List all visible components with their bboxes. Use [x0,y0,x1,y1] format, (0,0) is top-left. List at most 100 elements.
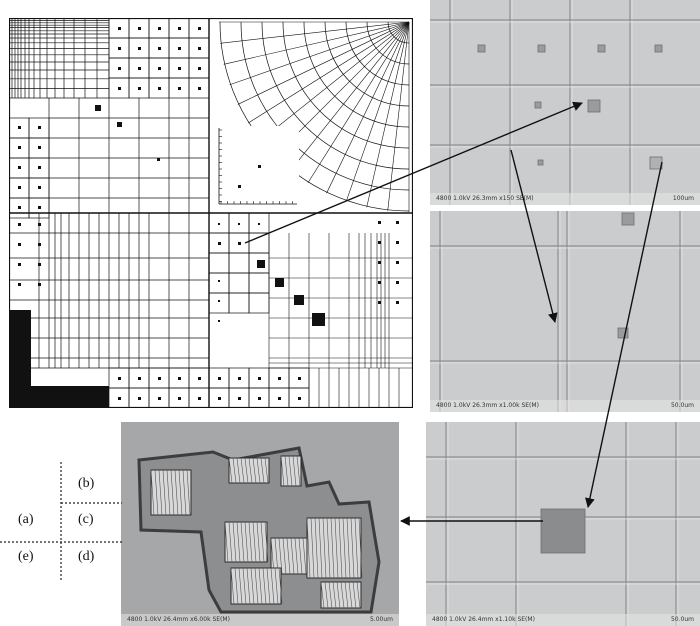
sem-info-bar-b: 4800 1.0kV 26.4mm x6.00k SE(M) 5.00um [121,614,399,626]
sem-scale-e: 50.0um [670,616,694,623]
marker-dot [178,47,181,50]
marker-dot [38,263,41,266]
pillar-stripe [330,517,335,579]
marker-dot [396,301,399,304]
sem-pad [649,156,663,170]
marker-dot [298,377,301,380]
sem-pad [477,44,486,53]
sem-b-pillar-cluster [224,521,269,563]
pillar-stripe [322,517,327,579]
sem-pad [587,99,601,113]
pillar-stripe [262,567,267,605]
pillar-stripe [252,521,257,563]
pillar-stripe [240,521,245,563]
pillar-cluster-base [150,469,192,516]
pillar-stripe [352,581,357,609]
pillar-stripe [248,521,253,563]
sem-b-pillar-cluster [280,455,302,487]
pillar-stripe [254,567,259,605]
sem-b-pillar-cluster [270,537,308,575]
pillar-stripe [236,521,241,563]
pillar-stripe [266,567,271,605]
pillar-cluster-base [320,581,362,609]
marker-dot [198,397,201,400]
marker-dot [238,185,241,188]
sem-info-c: 4800 1.0kV 26.3mm x150 SE(M) [436,195,534,202]
pillar-stripe [264,521,269,563]
polar-ray [223,21,410,65]
marker-dot [138,67,141,70]
sem-b-pillar-cluster [228,457,270,484]
marker-dot [396,241,399,244]
pillar-stripe [234,567,239,605]
marker-dot [18,146,21,149]
marker-dot [158,87,161,90]
pillar-stripe [166,469,171,516]
marker-dot [18,283,21,286]
legend-grid: (b) (a) (c) (e) (d) [0,462,122,582]
panel-d-sem: 4800 1.0kV 26.3mm x1.00k SE(M) 50.0um [430,211,700,412]
pillar-cluster-base [280,455,302,487]
sem-image-e [426,422,700,626]
pillar-stripe [340,581,345,609]
marker-dot [118,377,121,380]
panel-e-sem: 4800 1.0kV 26.4mm x1.10k SE(M) 50.0um [426,422,700,626]
pillar-stripe [224,521,229,563]
marker-dot [18,206,21,209]
pillar-stripe [286,537,291,575]
sem-b-pillar-cluster [320,581,362,609]
marker-dot [396,221,399,224]
polar-ray [229,21,410,86]
diagonal-square [312,313,325,326]
marker-dot [18,223,21,226]
sem-pad [534,101,542,109]
pillar-stripe [174,469,179,516]
sem-image-b [121,422,399,626]
pillar-stripe [154,469,159,516]
marker-dot [138,377,141,380]
pillar-stripe [248,457,253,484]
pillar-stripe [228,521,233,563]
marker-dot [38,146,41,149]
pillar-stripe [306,517,311,579]
marker-dot [38,126,41,129]
marker-dot [158,397,161,400]
pillar-stripe [338,517,343,579]
pillar-stripe [342,517,347,579]
marker-square [117,122,122,127]
sem-pad [621,212,635,226]
marker-dot [378,281,381,284]
pillar-stripe [320,581,325,609]
marker-dot [118,87,121,90]
pillar-stripe [332,581,337,609]
marker-dot [118,397,121,400]
diagonal-square [275,278,284,287]
pillar-stripe [238,567,243,605]
marker-dot [258,397,261,400]
marker-dot [378,301,381,304]
diagonal-square [218,280,220,282]
sem-info-b: 4800 1.0kV 26.4mm x6.00k SE(M) [127,616,230,623]
pillar-cluster-base [224,521,268,563]
pillar-stripe [346,517,351,579]
marker-dot [258,165,261,168]
pillar-stripe [242,567,247,605]
marker-dot [38,166,41,169]
marker-dot [198,27,201,30]
sem-info-bar-e: 4800 1.0kV 26.4mm x1.10k SE(M) 50.0um [426,614,700,626]
panel-a-layout [9,18,413,408]
pillar-stripe [344,581,349,609]
pillar-stripe [290,537,295,575]
marker-dot [158,67,161,70]
pillar-stripe [288,455,293,487]
marker-dot [138,397,141,400]
pillar-stripe [302,537,307,575]
sem-image-c [430,0,700,205]
marker-dot [218,377,221,380]
marker-dot [396,281,399,284]
diagonal-square [218,320,220,322]
marker-square [95,105,101,111]
marker-dot [158,47,161,50]
pillar-stripe [334,517,339,579]
marker-dot [38,223,41,226]
